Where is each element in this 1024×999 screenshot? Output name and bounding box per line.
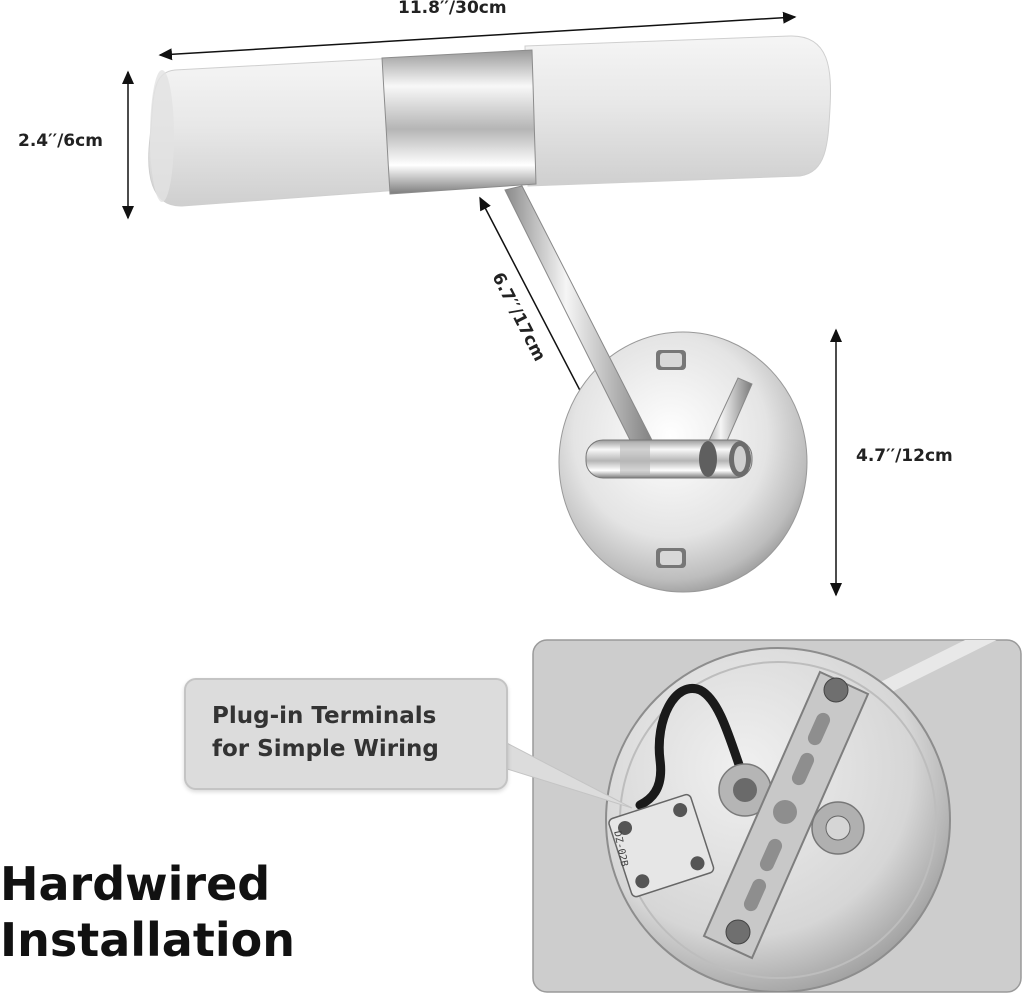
width-dimension-label: 11.8′′/30cm [398,0,507,18]
hinge-joint [585,439,753,479]
wiring-inset [532,639,1022,993]
installation-caption: Hardwired Installation [0,856,295,968]
caption-line-2: Installation [0,913,295,967]
caption-line-1: Hardwired [0,857,271,911]
wiring-callout: Plug-in Terminals for Simple Wiring [184,678,508,790]
terminal-block [608,793,715,898]
height-dimension-label: 2.4′′/6cm [18,131,103,151]
callout-line-2: for Simple Wiring [212,736,439,762]
width-arrow [158,11,797,61]
callout-line-1: Plug-in Terminals [212,703,437,729]
callout-text: Plug-in Terminals for Simple Wiring [212,700,439,766]
lamp-head [148,35,831,207]
plate-diameter-label: 4.7′′/12cm [856,446,953,466]
